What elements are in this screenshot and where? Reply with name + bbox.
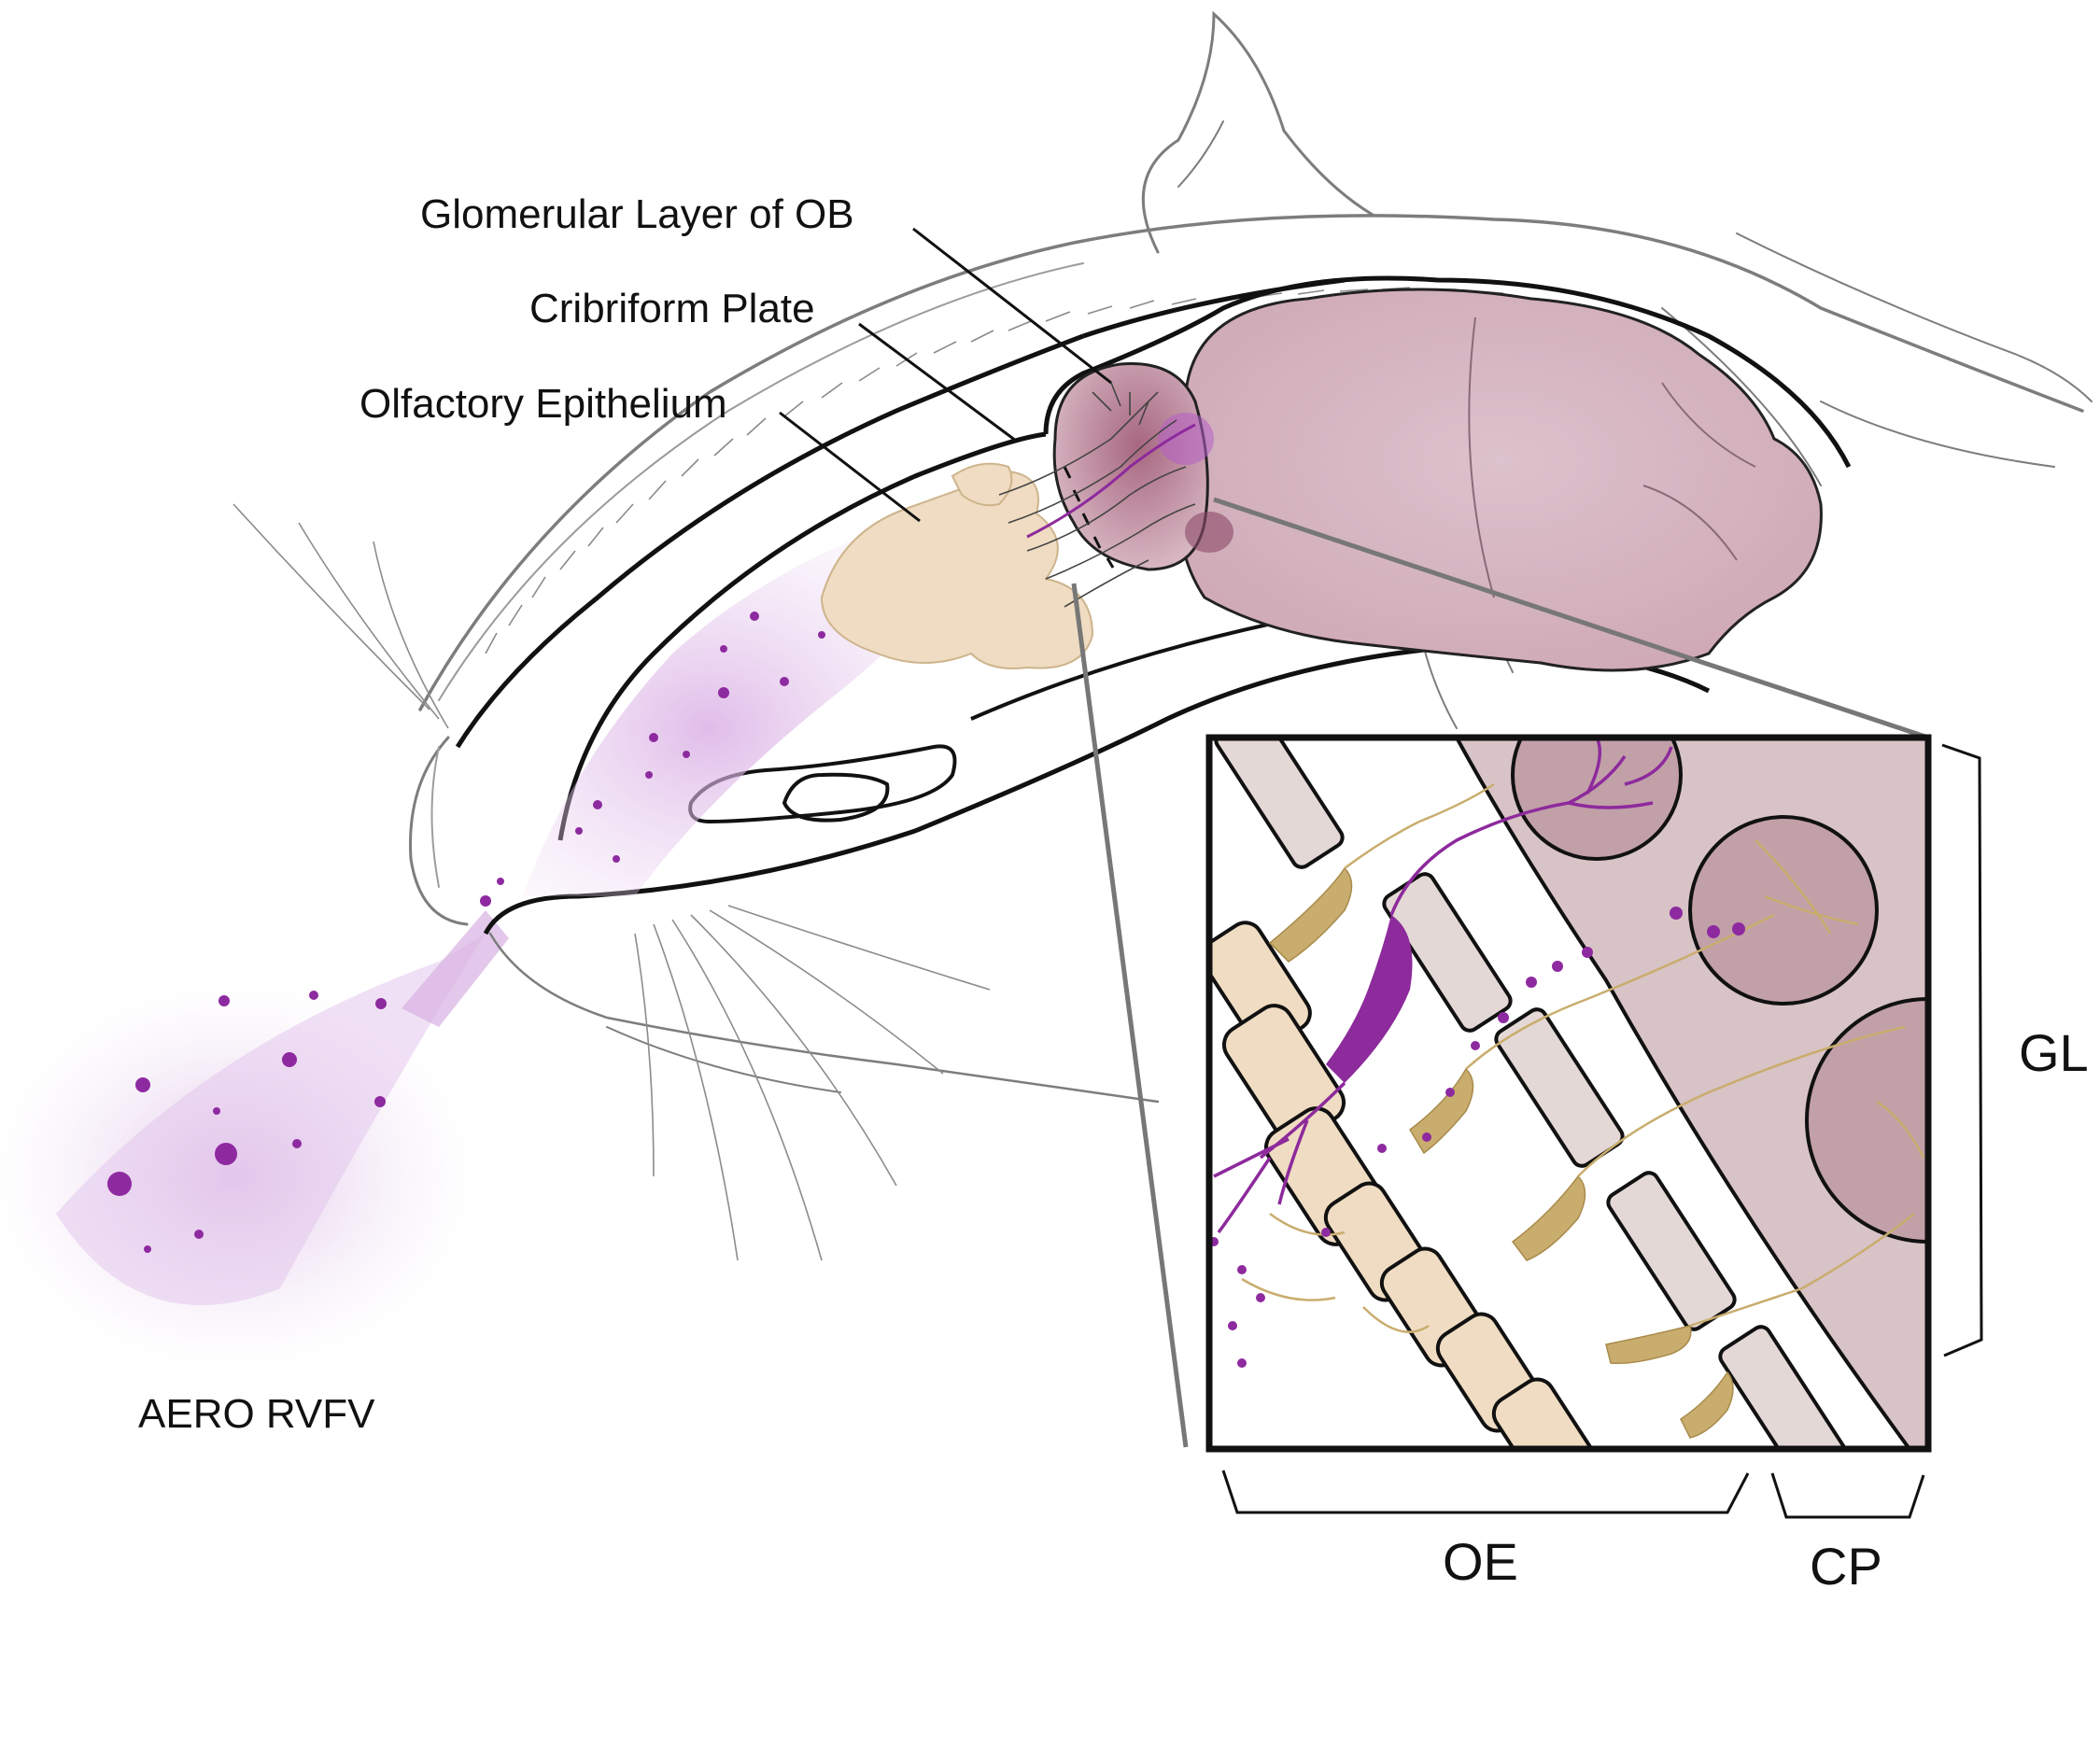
olfactory-nerve-fibers [998, 382, 1196, 608]
label-oe: OE [1443, 1532, 1518, 1591]
whiskers [233, 503, 991, 1261]
oe-bracket [1221, 1470, 1750, 1514]
gl-bracket [1941, 743, 1983, 1357]
cp-bracket [1770, 1472, 1925, 1519]
label-cribriform-plate: Cribriform Plate [529, 286, 815, 331]
label-cp: CP [1810, 1537, 1882, 1596]
label-aero-rvfv: AERO RVFV [138, 1391, 375, 1437]
head-sketch [409, 10, 2093, 1104]
infected-nerve-fiber [1026, 423, 1196, 539]
virus-particles [107, 878, 504, 1253]
label-glomerular-layer: Glomerular Layer of OB [420, 191, 854, 237]
olfactory-epithelium-region [820, 462, 1094, 669]
aerosol-cloud [0, 910, 509, 1372]
label-olfactory-epithelium: Olfactory Epithelium [359, 381, 727, 427]
cribriform-plate-dashes [1063, 466, 1115, 569]
label-leader-lines [779, 227, 1112, 523]
label-gl: GL [2019, 1023, 2089, 1082]
inset-panel [1205, 734, 1932, 1453]
zoom-projection-lines [1071, 497, 1929, 1448]
